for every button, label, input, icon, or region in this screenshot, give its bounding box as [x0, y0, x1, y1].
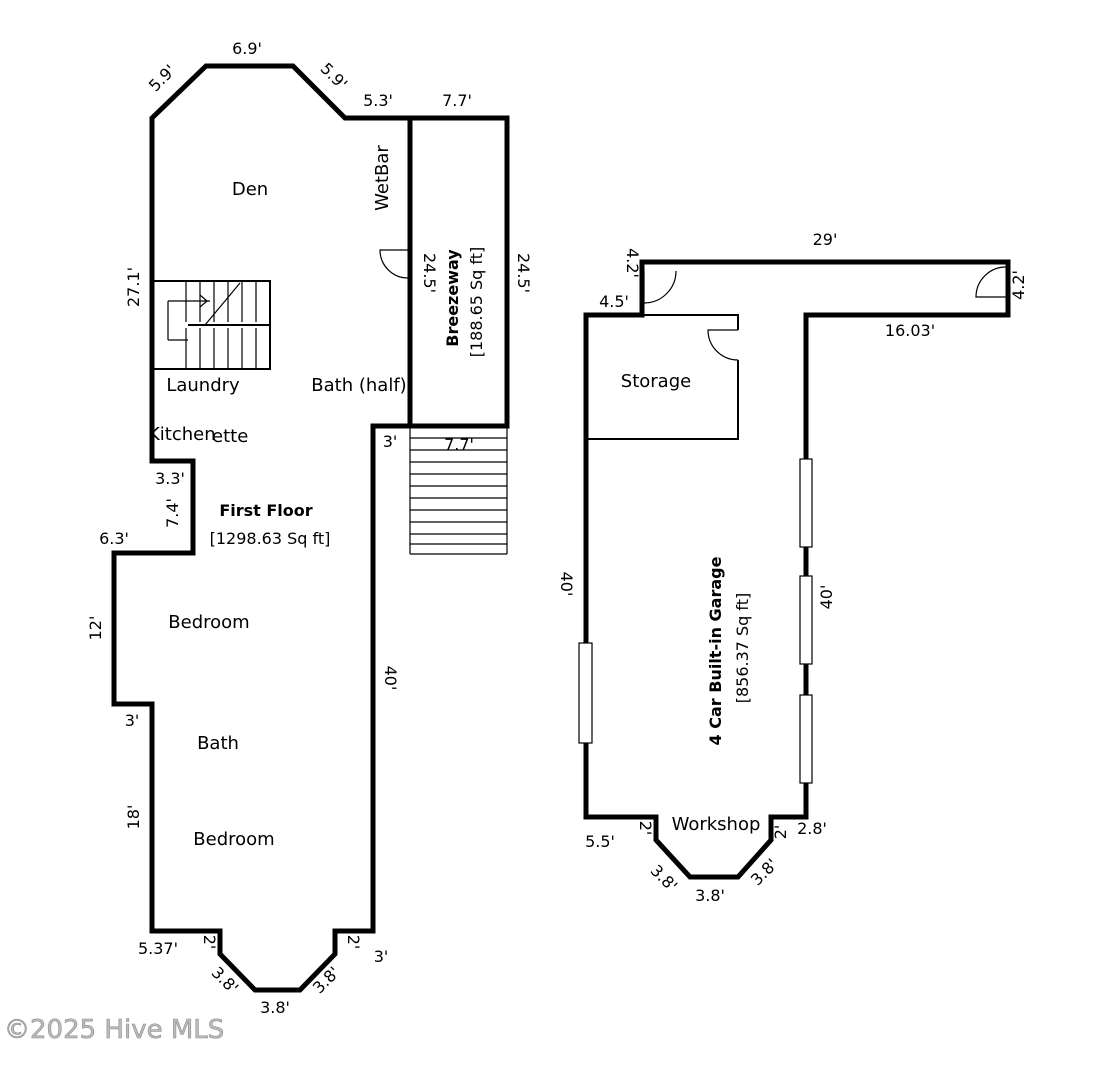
dim-ff-bottom-left: 5.37' — [138, 939, 178, 958]
dim-g-bottom-right-small: 2' — [771, 825, 790, 840]
kitchenette-label-part1: Kitchen — [148, 424, 216, 445]
dim-ff-bottom-right-angle: 3.8' — [309, 963, 344, 998]
dim-ff-kitchenette-step: 3.3' — [155, 469, 185, 488]
dim-ff-top-left-angle: 5.9' — [145, 61, 180, 96]
den-label: Den — [232, 179, 268, 200]
garage-window-left — [578, 642, 593, 744]
dim-ff-bath-step: 3' — [125, 711, 140, 730]
dim-g-bottom-left-angle: 3.8' — [647, 861, 682, 896]
dim-bw-left: 24.5' — [420, 253, 439, 293]
garage: Storage Workshop 4 Car Built-in Garage [… — [557, 230, 1028, 905]
dim-g-right-step: 16.03' — [885, 321, 935, 340]
storage-label: Storage — [621, 371, 691, 392]
bath-label: Bath — [197, 733, 239, 754]
dim-ff-right-top-step: 3' — [383, 432, 398, 451]
dim-ff-notch-width: 6.3' — [99, 529, 129, 548]
dim-bw-right: 24.5' — [514, 253, 533, 293]
dim-g-left: 40' — [557, 572, 576, 597]
garage-window-right-2 — [799, 575, 813, 665]
dim-ff-lower-left: 18' — [124, 805, 143, 830]
laundry-label: Laundry — [166, 375, 240, 396]
breezeway-steps — [409, 426, 508, 555]
dim-ff-bedroom-wall: 12' — [86, 616, 105, 641]
breezeway: Breezeway [188.65 Sq ft] 7.7' 24.5' 24.5… — [407, 91, 533, 555]
dim-g-right: 40' — [817, 585, 836, 610]
dim-bw-stairs: 7.7' — [444, 435, 474, 454]
first-floor-area: [1298.63 Sq ft] — [210, 529, 331, 548]
first-floor-door — [379, 249, 409, 279]
storage-door — [707, 329, 739, 361]
dim-g-bottom-left-small: 2' — [636, 821, 655, 836]
garage-window-right-1 — [799, 458, 813, 548]
wetbar-label: WetBar — [372, 145, 393, 211]
breezeway-walls — [407, 115, 510, 429]
first-floor: Den WetBar Laundry Bath (half) Kitchen e… — [86, 39, 413, 1017]
kitchenette-label-part2: ette — [212, 426, 248, 447]
bath-half-label: Bath (half) — [311, 375, 406, 396]
breezeway-title: Breezeway — [443, 249, 462, 347]
dim-g-top-right-small: 4.2' — [1009, 270, 1028, 300]
dim-g-bottom: 3.8' — [695, 886, 725, 905]
first-floor-title: First Floor — [219, 501, 312, 520]
breezeway-area: [188.65 Sq ft] — [467, 247, 486, 358]
first-floor-walls — [111, 63, 413, 993]
dim-ff-left-upper: 27.1' — [124, 267, 143, 307]
dim-g-top: 29' — [813, 230, 838, 249]
garage-walls — [583, 259, 1011, 880]
storage-walls — [644, 314, 739, 330]
first-floor-staircase — [151, 280, 271, 370]
dim-ff-bottom: 3.8' — [260, 998, 290, 1017]
dim-bw-top: 7.7' — [442, 91, 472, 110]
garage-area: [856.37 Sq ft] — [733, 593, 752, 704]
dim-g-bottom-left: 5.5' — [585, 832, 615, 851]
dim-ff-notch-height: 7.4' — [163, 498, 182, 528]
dim-ff-bottom-right: 3' — [374, 947, 389, 966]
dim-ff-top-step: 5.3' — [363, 91, 393, 110]
dim-ff-bottom-left-small: 2' — [200, 935, 219, 950]
bedroom-lower-label: Bedroom — [193, 829, 274, 850]
dim-ff-top: 6.9' — [232, 39, 262, 58]
workshop-label: Workshop — [672, 814, 761, 835]
garage-window-right-3 — [799, 694, 813, 784]
garage-title: 4 Car Built-in Garage — [706, 556, 725, 745]
watermark: ©2025 Hive MLS — [4, 1015, 224, 1045]
dim-ff-right-wall: 40' — [381, 666, 400, 691]
dim-g-left-step: 4.5' — [599, 292, 629, 311]
dim-ff-top-right-angle: 5.9' — [317, 59, 352, 94]
garage-door-left — [643, 270, 677, 304]
bedroom-upper-label: Bedroom — [168, 612, 249, 633]
dim-ff-bottom-right-small: 2' — [344, 935, 363, 950]
dim-g-top-left-small: 4.2' — [623, 248, 642, 278]
dim-g-bottom-right: 2.8' — [797, 819, 827, 838]
garage-door-right — [975, 266, 1007, 298]
